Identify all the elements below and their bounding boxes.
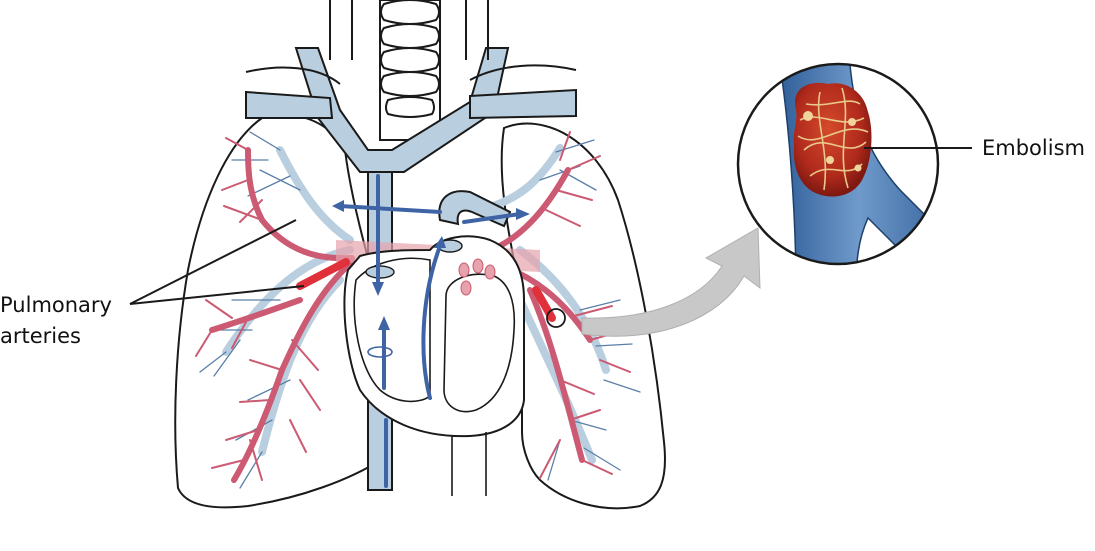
zoom-circle xyxy=(736,62,940,266)
flow-arrowheads xyxy=(332,200,530,330)
leader-line-pulmonary-upper xyxy=(129,219,297,305)
right-lung-vessels xyxy=(195,131,355,489)
flow-arrow-to-heart xyxy=(421,244,442,400)
neck-vessels xyxy=(245,0,577,85)
leader-lines xyxy=(129,147,972,305)
heart-chamber-left xyxy=(443,273,516,413)
flow-arrows xyxy=(338,174,522,488)
label-embolism: Embolism xyxy=(982,136,1085,160)
flow-arrow-left xyxy=(338,204,442,214)
right-lung-outline xyxy=(174,113,386,509)
trachea xyxy=(379,0,441,141)
brachiocephalic-veins xyxy=(294,47,510,173)
leader-line-pulmonary-lower xyxy=(129,285,305,305)
heart xyxy=(343,235,525,496)
embolism-clot xyxy=(793,82,872,197)
curved-arrow-icon xyxy=(581,227,761,337)
subclavian-right xyxy=(469,88,577,120)
label-pulmonary-arteries-line2: arteries xyxy=(0,324,81,348)
heart-chamber-right xyxy=(353,257,431,403)
flow-arrow-arch xyxy=(462,212,522,224)
label-pulmonary-arteries-line1: Pulmonary xyxy=(0,293,112,317)
clot-location-marker xyxy=(546,308,566,328)
subclavian-left xyxy=(245,90,334,119)
